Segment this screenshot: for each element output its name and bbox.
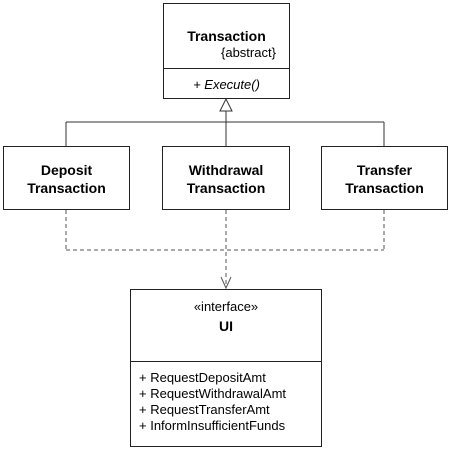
deposit-transaction-name-line2: Transaction bbox=[27, 180, 106, 196]
transaction-separator bbox=[164, 68, 289, 69]
withdrawal-transaction-class: Withdrawal Transaction bbox=[162, 146, 290, 210]
inheritance-arrowhead bbox=[219, 97, 233, 112]
transaction-class-name: Transaction bbox=[187, 28, 266, 44]
transaction-stereotype: {abstract} bbox=[221, 45, 276, 60]
ui-operation: + RequestDepositAmt bbox=[139, 370, 266, 385]
generalization-lines bbox=[65, 111, 385, 146]
ui-operations-list: + RequestDepositAmt + RequestWithdrawalA… bbox=[139, 370, 286, 434]
deposit-transaction-class: Deposit Transaction bbox=[3, 146, 130, 210]
dependency-arrowhead bbox=[220, 276, 232, 290]
ui-interface-name: UI bbox=[219, 318, 233, 334]
transaction-class: Transaction {abstract} + Execute() bbox=[163, 3, 290, 99]
dependency-lines bbox=[65, 210, 385, 288]
withdrawal-transaction-name-line2: Transaction bbox=[186, 180, 266, 196]
ui-interface: «interface» UI + RequestDepositAmt + Req… bbox=[130, 289, 322, 447]
withdrawal-transaction-name-line1: Withdrawal bbox=[188, 162, 264, 178]
transaction-operation-execute: + Execute() bbox=[193, 77, 260, 92]
transfer-transaction-name-line1: Transfer bbox=[356, 162, 413, 178]
ui-operation: + RequestWithdrawalAmt bbox=[139, 386, 287, 401]
ui-operation: + InformInsufficientFunds bbox=[139, 418, 286, 433]
transfer-transaction-class: Transfer Transaction bbox=[321, 146, 448, 210]
ui-separator bbox=[131, 361, 321, 362]
ui-stereotype: «interface» bbox=[193, 299, 259, 314]
ui-operation: + RequestTransferAmt bbox=[139, 402, 270, 417]
deposit-transaction-name-line1: Deposit bbox=[40, 162, 93, 178]
transfer-transaction-name-line2: Transaction bbox=[345, 180, 424, 196]
